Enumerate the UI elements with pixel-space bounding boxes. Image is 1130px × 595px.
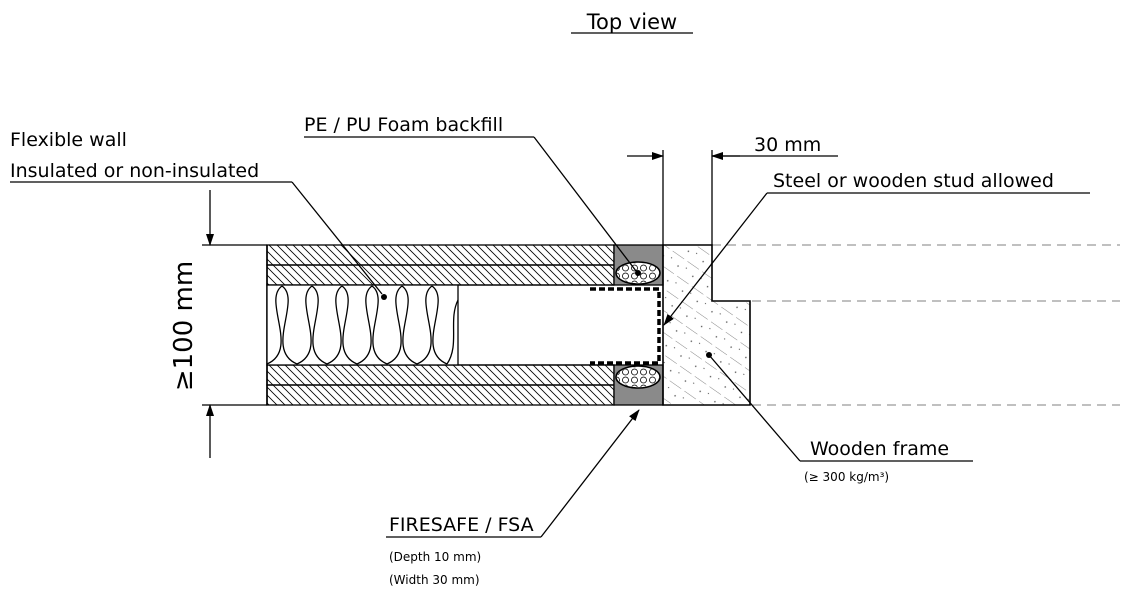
insulation-loops — [266, 285, 459, 365]
wall-board-top-inner — [266, 264, 615, 286]
insulation — [266, 284, 459, 366]
sealant-label: FIRESAFE / FSA — [389, 514, 534, 536]
wall-thickness-label: ≥100 mm — [169, 261, 199, 391]
flexible-wall-callout: Flexible wall Insulated or non-insulated — [10, 129, 387, 300]
frame-callout: Wooden frame (≥ 300 kg/m³) — [706, 352, 973, 484]
stud-outline — [590, 287, 661, 365]
flexible-wall — [266, 244, 615, 406]
stud-callout: Steel or wooden stud allowed — [663, 170, 1090, 326]
frame-density-label: (≥ 300 kg/m³) — [804, 470, 889, 484]
backfill-label: PE / PU Foam backfill — [304, 114, 503, 136]
flexible-wall-label-line1: Flexible wall — [10, 129, 127, 151]
joint-width-label: 30 mm — [754, 134, 821, 156]
wall-thickness-dimension: ≥100 mm — [169, 190, 267, 458]
stud-label: Steel or wooden stud allowed — [773, 170, 1054, 192]
joint — [613, 244, 664, 406]
frame-label: Wooden frame — [810, 438, 949, 460]
wooden-frame — [662, 244, 751, 406]
sealant-width-label: (Width 30 mm) — [389, 573, 480, 587]
joint-width-dimension: 30 mm — [627, 134, 838, 245]
wall-board-top-outer — [266, 244, 615, 266]
sealant-leader — [540, 409, 640, 538]
sealant-callout: FIRESAFE / FSA (Depth 10 mm) (Width 30 m… — [386, 409, 640, 587]
view-title: Top view — [586, 10, 677, 34]
sealant-depth-label: (Depth 10 mm) — [389, 550, 481, 564]
frame-leader — [708, 354, 801, 462]
flexible-wall-leader — [291, 181, 383, 295]
stud-leader — [663, 192, 768, 326]
wooden-frame-body — [662, 244, 751, 406]
flexible-wall-leader-dot — [381, 294, 387, 300]
wall-board-bottom-outer — [266, 384, 615, 406]
backfill-leader-dot — [635, 270, 641, 276]
flexible-wall-label-line2: Insulated or non-insulated — [10, 160, 259, 182]
foam-backfill-bottom-cells — [617, 367, 659, 387]
backfill-callout: PE / PU Foam backfill — [304, 114, 641, 276]
backfill-leader — [533, 136, 637, 272]
wall-board-bottom-inner — [266, 364, 615, 386]
